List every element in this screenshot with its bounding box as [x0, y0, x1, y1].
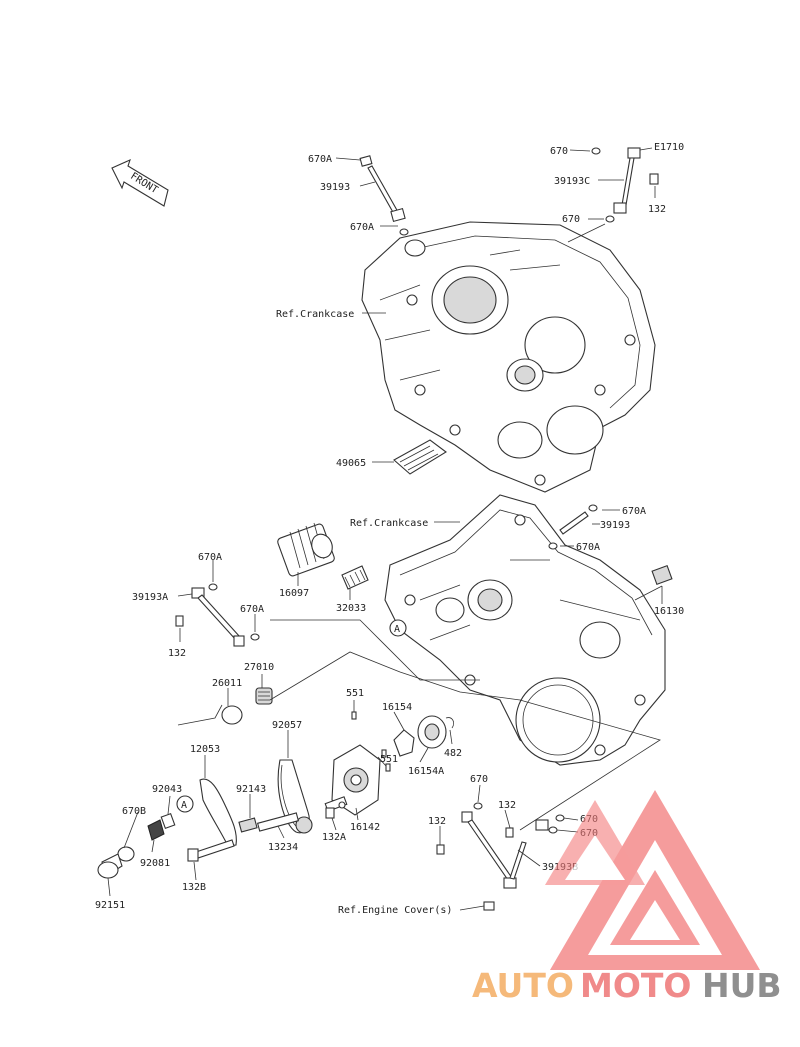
label-ref-engine-cover: Ref.Engine Cover(s) — [338, 905, 452, 916]
label-132: 132 — [428, 816, 446, 827]
callout-a-circle — [389, 619, 407, 637]
label-670A: 670A — [240, 604, 264, 615]
label-26011: 26011 — [212, 678, 242, 689]
watermark-part-3: HUB — [702, 966, 782, 1005]
leader-lines — [107, 147, 663, 911]
oil-pressure-switch — [255, 687, 273, 705]
label-16154: 16154 — [382, 702, 412, 713]
label-670A: 670A — [622, 506, 646, 517]
watermark-part-1: AUTO — [472, 966, 574, 1005]
oil-pipe-39193-top — [359, 155, 409, 236]
label-32033: 32033 — [336, 603, 366, 614]
dowel-pin — [351, 711, 357, 720]
label-E1710: E1710 — [654, 142, 684, 153]
label-551: 551 — [346, 688, 364, 699]
label-92081: 92081 — [140, 858, 170, 869]
label-92057: 92057 — [272, 720, 302, 731]
label-132: 132 — [498, 800, 516, 811]
label-132A: 132A — [322, 832, 346, 843]
relief-spring — [341, 565, 369, 590]
bolt-132B — [187, 839, 235, 862]
label-92043: 92043 — [152, 784, 182, 795]
lower-crankcase — [384, 494, 666, 766]
label-16154A: 16154A — [408, 766, 444, 777]
label-132: 132 — [168, 648, 186, 659]
label-13234: 13234 — [268, 842, 298, 853]
label-ref-crankcase: Ref.Crankcase — [276, 309, 354, 320]
label-670A: 670A — [198, 552, 222, 563]
label-670A: 670A — [576, 542, 600, 553]
label-670: 670 — [562, 214, 580, 225]
label-27010: 27010 — [244, 662, 274, 673]
watermark-text: AUTO MOTO HUB — [472, 966, 782, 1005]
label-482: 482 — [444, 748, 462, 759]
callout-a-circle — [176, 795, 194, 813]
label-39193: 39193 — [600, 520, 630, 531]
oil-pipe-39193A — [175, 583, 260, 647]
label-132: 132 — [648, 204, 666, 215]
label-12053: 12053 — [190, 744, 220, 755]
bolt-132A — [325, 807, 335, 819]
pump-shaft — [238, 812, 300, 833]
watermark-logo-icon — [545, 790, 760, 970]
bolt-39193-mid — [548, 504, 598, 550]
label-92143: 92143 — [236, 784, 266, 795]
label-670B: 670B — [122, 806, 146, 817]
sensor-lead-26011 — [177, 704, 243, 726]
oil-pipe-39193B — [436, 802, 565, 911]
label-670: 670 — [550, 146, 568, 157]
label-39193: 39193 — [320, 182, 350, 193]
label-16130: 16130 — [654, 606, 684, 617]
label-39193C: 39193C — [554, 176, 590, 187]
chain-guide — [199, 778, 237, 847]
label-551: 551 — [380, 754, 398, 765]
relief-components — [97, 812, 176, 879]
pump-rotors — [393, 715, 454, 757]
label-49065: 49065 — [336, 458, 366, 469]
label-670A: 670A — [308, 154, 332, 165]
label-92151: 92151 — [95, 900, 125, 911]
dowel-pin — [381, 749, 387, 758]
upper-crankcase — [361, 221, 656, 493]
label-670: 670 — [470, 774, 488, 785]
oil-pump — [324, 744, 381, 816]
callout-a-letter: A — [394, 624, 400, 635]
label-ref-crankcase: Ref.Crankcase — [350, 518, 428, 529]
label-16097: 16097 — [279, 588, 309, 599]
front-arrow-icon: FRONT — [111, 158, 169, 207]
oil-pipe-39193C — [591, 147, 659, 223]
label-39193A: 39193A — [132, 592, 168, 603]
drive-chain — [277, 759, 313, 834]
screen-plate — [393, 439, 447, 475]
label-132B: 132B — [182, 882, 206, 893]
oil-filter — [277, 522, 335, 577]
label-670A: 670A — [350, 222, 374, 233]
label-16142: 16142 — [350, 822, 380, 833]
sensor-16130 — [651, 564, 673, 586]
watermark-part-2: MOTO — [580, 966, 691, 1005]
callout-a-letter: A — [181, 800, 187, 811]
dowel-pin — [385, 763, 391, 772]
